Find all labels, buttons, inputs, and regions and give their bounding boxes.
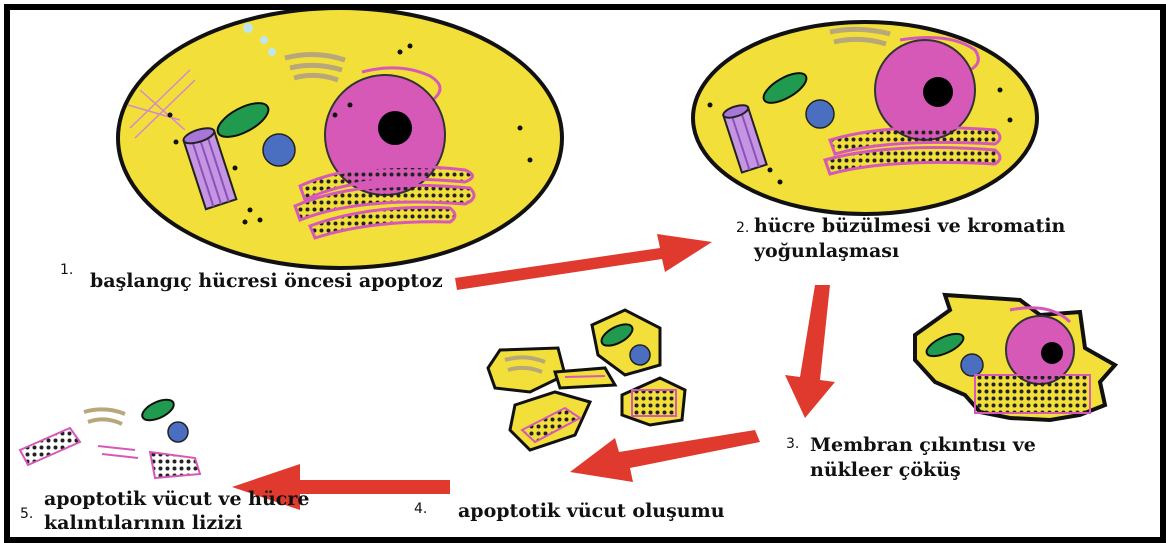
step-5-number: 5. [20, 506, 33, 522]
nucleolus [1041, 342, 1063, 364]
blebbing-cell [915, 295, 1115, 420]
step-2-label-line1: hücre büzülmesi ve kromatin [754, 213, 1065, 239]
step-2-number: 2. [736, 220, 749, 236]
nucleolus [923, 77, 953, 107]
apoptotic-bodies [488, 310, 685, 450]
shrinking-cell [693, 22, 1037, 214]
step-3-number: 3. [786, 436, 799, 452]
arrow-3-to-4 [570, 430, 760, 482]
vesicle [263, 134, 295, 166]
step-2-label-line2: yoğunlaşması [754, 238, 899, 264]
vesicle [806, 100, 834, 128]
normal-cell [118, 10, 562, 268]
step-4-label: apoptotik vücut oluşumu [458, 498, 725, 524]
cell-remnants [20, 396, 200, 478]
arrow-1-to-2 [455, 234, 712, 290]
step-3-label-line1: Membran çıkıntısı ve [810, 432, 1036, 458]
step-5-label-line1: apoptotik vücut ve hücre [44, 486, 309, 512]
arrow-2-to-3 [785, 285, 835, 418]
nucleolus [378, 111, 412, 145]
step-1-label: başlangıç hücresi öncesi apoptoz [90, 268, 443, 294]
nucleus [1006, 316, 1074, 384]
step-5-label-line2: kalıntılarının lizizi [44, 510, 242, 536]
diagram-frame: 1. başlangıç hücresi öncesi apoptoz 2. h… [4, 4, 1166, 543]
step-3-label-line2: nükleer çöküş [810, 457, 961, 483]
step-4-number: 4. [414, 501, 427, 517]
step-1-number: 1. [60, 262, 73, 278]
vesicle [961, 354, 983, 376]
